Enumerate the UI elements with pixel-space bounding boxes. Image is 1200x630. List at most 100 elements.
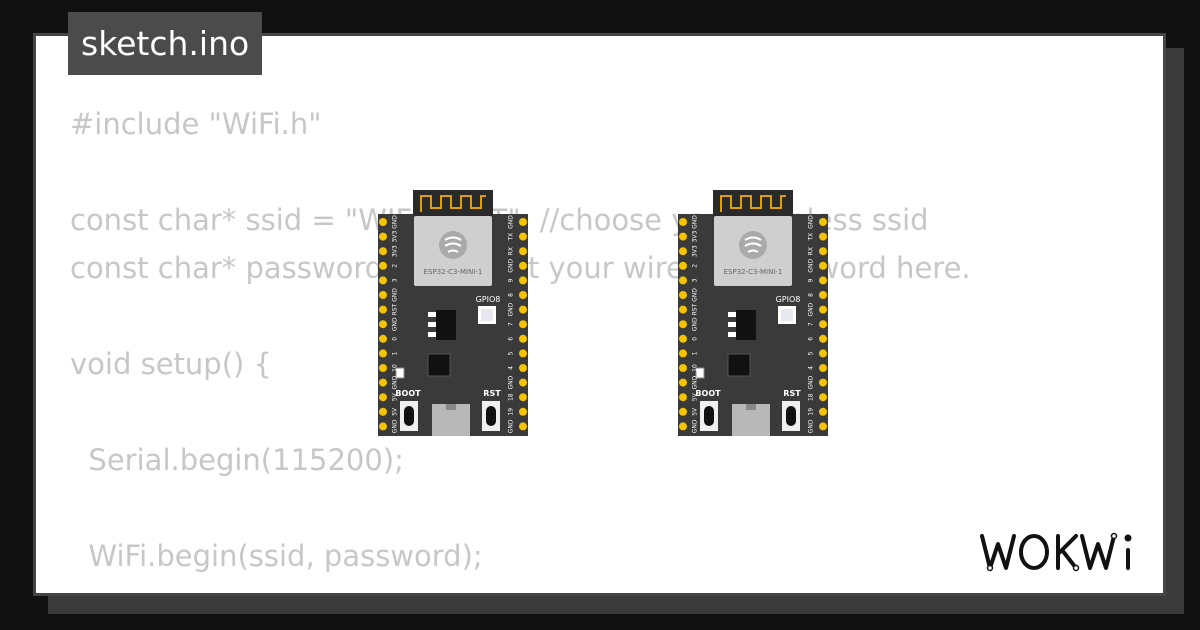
header-pin[interactable]	[519, 422, 527, 431]
pin-label: GND	[808, 419, 815, 433]
boot-label: BOOT	[695, 389, 721, 398]
header-pin[interactable]	[379, 393, 387, 402]
header-pin[interactable]	[519, 349, 527, 358]
header-pin[interactable]	[679, 305, 687, 314]
header-pin[interactable]	[379, 218, 387, 226]
header-pin[interactable]	[679, 334, 687, 343]
header-pin[interactable]	[679, 364, 687, 372]
header-pin[interactable]	[819, 334, 827, 343]
header-pin[interactable]	[819, 393, 827, 402]
header-pin[interactable]	[819, 305, 827, 314]
header-pin[interactable]	[819, 422, 827, 431]
regulator-pin	[428, 332, 440, 337]
pin-label: GND	[508, 375, 515, 389]
header-pin[interactable]	[519, 320, 527, 329]
header-pin[interactable]	[679, 218, 687, 226]
header-pin[interactable]	[819, 232, 827, 241]
header-pin[interactable]	[519, 232, 527, 241]
pin-label: GND	[392, 288, 399, 302]
led-label: GPIO8	[776, 295, 801, 304]
header-pin[interactable]	[519, 247, 527, 256]
pin-label: RX	[808, 247, 815, 255]
esp32-c3-board-2[interactable]: ESP32-C3-MINI-1 GPIO8 BOOT RST GND3V33V3…	[678, 190, 828, 436]
voltage-regulator	[436, 310, 456, 340]
pin-label: TX	[808, 233, 815, 242]
pin-label: GND	[692, 288, 699, 302]
code-line	[70, 148, 971, 196]
header-pin[interactable]	[519, 291, 527, 299]
file-tab[interactable]: sketch.ino	[68, 12, 263, 75]
header-pin[interactable]	[679, 349, 687, 358]
header-pin[interactable]	[519, 378, 527, 387]
header-pin[interactable]	[679, 378, 687, 387]
pin-label: RST	[392, 303, 399, 315]
header-pin[interactable]	[379, 320, 387, 329]
header-pin[interactable]	[819, 291, 827, 299]
code-card: #include "WiFi.h"const char* ssid = "WIF…	[33, 33, 1166, 596]
header-pin[interactable]	[379, 364, 387, 372]
code-line: Serial.begin(115200);	[70, 443, 404, 477]
logo-node	[986, 564, 994, 572]
header-pin[interactable]	[379, 378, 387, 387]
antenna-trace	[720, 195, 786, 212]
header-pin[interactable]	[379, 422, 387, 431]
pin-label: GND	[508, 259, 515, 273]
code-line: void setup() {	[70, 347, 272, 381]
pin-label: GND	[808, 215, 815, 229]
header-pin[interactable]	[679, 407, 687, 416]
header-pin[interactable]	[819, 261, 827, 270]
header-pin[interactable]	[819, 276, 827, 285]
header-pin[interactable]	[679, 320, 687, 329]
espressif-logo-mark	[744, 236, 762, 253]
pin-label: 5V	[692, 407, 699, 416]
antenna-area	[713, 190, 793, 216]
esp32-c3-board-1[interactable]: ESP32-C3-MINI-1 GPIO8 BOOT RST GND3V33V3…	[378, 190, 528, 436]
logo-node	[1072, 564, 1080, 572]
header-pin[interactable]	[379, 305, 387, 314]
header-pin[interactable]	[519, 364, 527, 372]
header-pin[interactable]	[379, 349, 387, 358]
header-pin[interactable]	[679, 261, 687, 270]
header-pin[interactable]	[819, 320, 827, 329]
header-pin[interactable]	[819, 218, 827, 226]
pin-label: 9	[808, 278, 815, 282]
header-pin[interactable]	[519, 407, 527, 416]
pin-label: RST	[692, 303, 699, 315]
pin-label: GND	[392, 317, 399, 331]
header-pin[interactable]	[679, 276, 687, 285]
header-pin[interactable]	[519, 276, 527, 285]
pin-label: 3V3	[692, 231, 699, 243]
header-pin[interactable]	[379, 232, 387, 241]
header-pin[interactable]	[379, 276, 387, 285]
header-pin[interactable]	[379, 291, 387, 299]
header-pin[interactable]	[379, 407, 387, 416]
antenna-trace	[420, 195, 486, 212]
header-pin[interactable]	[519, 218, 527, 226]
header-pin[interactable]	[519, 305, 527, 314]
header-pin[interactable]	[819, 407, 827, 416]
pin-label: GND	[508, 215, 515, 229]
header-pin[interactable]	[519, 334, 527, 343]
header-pin[interactable]	[679, 232, 687, 241]
header-pin[interactable]	[519, 393, 527, 402]
header-pin[interactable]	[679, 393, 687, 402]
header-pin[interactable]	[679, 422, 687, 431]
pin-label: 8	[808, 293, 815, 297]
header-pin[interactable]	[819, 247, 827, 256]
header-pin[interactable]	[679, 247, 687, 256]
header-pin[interactable]	[819, 349, 827, 358]
file-tab-label: sketch.ino	[81, 24, 250, 63]
module-label: ESP32-C3-MINI-1	[424, 268, 483, 276]
header-pin[interactable]	[679, 291, 687, 299]
header-pin[interactable]	[379, 247, 387, 256]
header-pin[interactable]	[379, 334, 387, 343]
header-pin[interactable]	[519, 261, 527, 270]
header-pin[interactable]	[379, 261, 387, 270]
pin-label: 2	[392, 264, 399, 268]
header-pin[interactable]	[819, 378, 827, 387]
pin-label: TX	[508, 233, 515, 242]
header-pin[interactable]	[819, 364, 827, 372]
pin-label: 0	[392, 337, 399, 341]
